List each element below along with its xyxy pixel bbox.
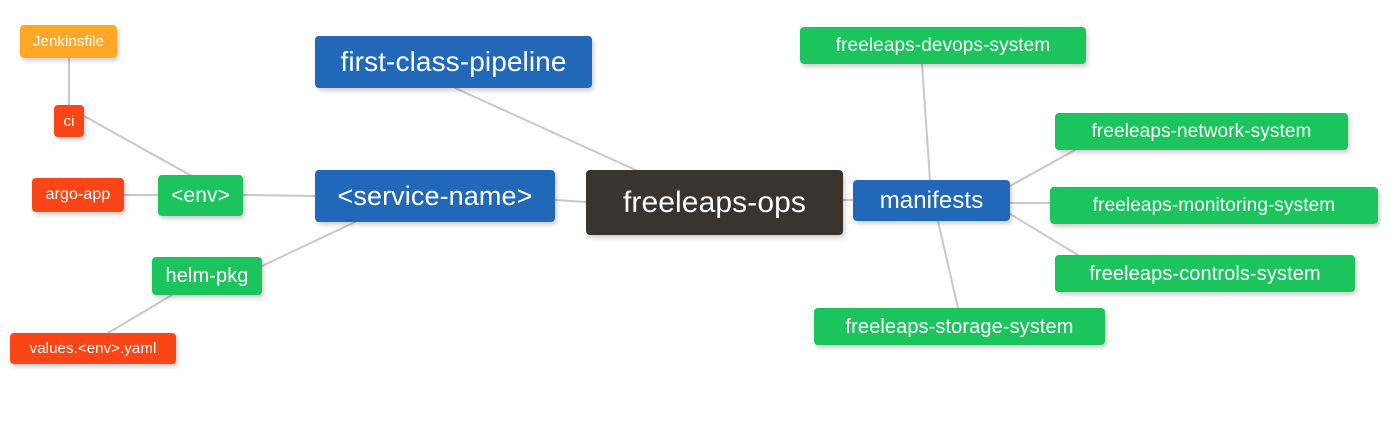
node-freeleaps-ops[interactable]: freeleaps-ops <box>586 170 843 235</box>
node-storage-system[interactable]: freeleaps-storage-system <box>814 308 1105 345</box>
node-first-class-pipeline[interactable]: first-class-pipeline <box>315 36 592 88</box>
node-values-yaml[interactable]: values.<env>.yaml <box>10 333 176 364</box>
node-ci[interactable]: ci <box>54 105 84 137</box>
node-network-system[interactable]: freeleaps-network-system <box>1055 113 1348 150</box>
edge-helm-pkg-to-service-name <box>261 221 356 267</box>
edge-manifests-to-devops-system <box>921 63 931 181</box>
node-helm-pkg[interactable]: helm-pkg <box>152 257 262 295</box>
node-jenkinsfile[interactable]: Jenkinsfile <box>20 25 117 58</box>
node-argo-app[interactable]: argo-app <box>32 178 124 212</box>
node-manifests[interactable]: manifests <box>853 180 1010 221</box>
node-monitoring-system[interactable]: freeleaps-monitoring-system <box>1050 187 1378 224</box>
edge-env-to-service-name <box>242 194 316 197</box>
edge-service-name-to-freeleaps-ops <box>554 199 587 203</box>
node-controls-system[interactable]: freeleaps-controls-system <box>1055 255 1355 292</box>
node-devops-system[interactable]: freeleaps-devops-system <box>800 27 1086 64</box>
edge-values-yaml-to-helm-pkg <box>107 294 173 334</box>
edge-manifests-to-network-system <box>1009 149 1076 187</box>
edge-first-class-pipeline-to-freeleaps-ops <box>454 87 641 173</box>
edge-manifests-to-storage-system <box>937 220 959 309</box>
node-service-name[interactable]: <service-name> <box>315 170 555 222</box>
node-env[interactable]: <env> <box>158 175 243 216</box>
